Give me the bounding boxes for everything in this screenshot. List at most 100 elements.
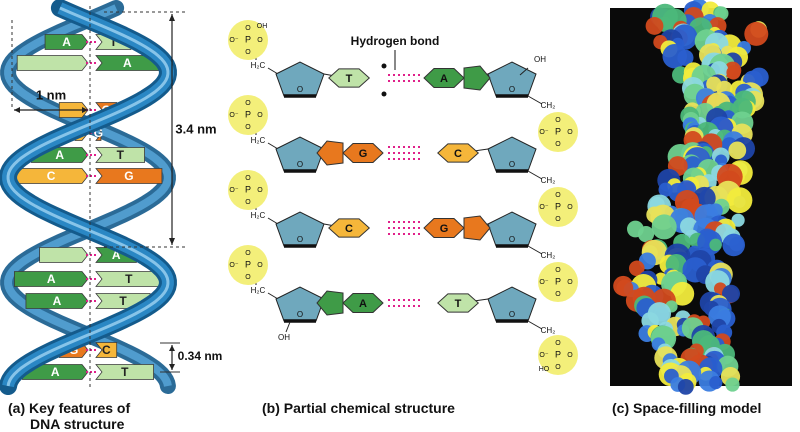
atom-sphere	[629, 260, 645, 277]
purine-five-ring	[463, 215, 491, 241]
phosphate-o-letter: O	[245, 100, 251, 107]
phosphate-o-minus: O⁻	[539, 279, 548, 286]
phosphate-right: POO⁻OO	[538, 262, 578, 302]
atom-sphere	[731, 213, 745, 227]
ch2-label-left: H₂C	[251, 286, 266, 295]
phosphate-o-letter: O	[567, 129, 573, 136]
phosphate-right: POO⁻OO	[538, 187, 578, 227]
purine-six-ring	[423, 218, 465, 238]
phosphate-p-letter: P	[555, 276, 561, 286]
phosphate-p-letter: P	[245, 34, 251, 44]
phosphate-halo	[538, 112, 578, 152]
phosphate-halo	[228, 245, 268, 285]
sugar-right: O	[487, 211, 537, 248]
backbone-bond	[519, 67, 529, 76]
base-letter: T	[455, 298, 462, 310]
phosphate-o-letter: O	[555, 364, 561, 371]
base-left: G	[316, 140, 384, 166]
phosphate-o-letter: O	[555, 117, 561, 124]
purine-six-ring	[423, 68, 465, 88]
phosphate-left: POO⁻OO	[228, 170, 268, 210]
atom-sphere	[677, 49, 694, 66]
caption-panel-c: (c) Space-filling model	[612, 400, 762, 416]
phosphate-p-letter: P	[555, 349, 561, 359]
phosphate-halo	[538, 335, 578, 375]
base-right-letter: A	[123, 56, 132, 70]
phosphate-o-letter: O	[555, 267, 561, 274]
base-right-letter: C	[102, 343, 111, 357]
base-left-letter: A	[47, 272, 56, 286]
phosphate-o-letter: O	[555, 340, 561, 347]
sugar-oxygen-letter: O	[509, 85, 515, 94]
backbone-bond	[285, 321, 291, 333]
turn-label: 3.4 nm	[175, 121, 216, 136]
base-letter: A	[359, 298, 367, 310]
sugar-left: O	[275, 286, 325, 323]
phosphate-o-letter: O	[245, 49, 251, 56]
sugar-left: O	[275, 61, 325, 98]
backbone-bond	[267, 67, 279, 75]
atom-sphere	[714, 6, 729, 21]
atom-sphere	[616, 279, 634, 297]
sugar-right: O	[487, 136, 537, 173]
base-left-block	[16, 55, 89, 71]
sugar-ring	[275, 61, 325, 97]
base-letter: T	[346, 73, 353, 85]
ch2-label-right: CH₂	[541, 251, 556, 260]
phosphate-o-letter: O	[257, 262, 263, 269]
atom-dot	[381, 91, 387, 97]
base-right-letter: T	[117, 148, 125, 162]
phosphate-o-letter: O	[245, 250, 251, 257]
pyrimidine-ring	[437, 293, 480, 313]
base-left-block	[14, 271, 89, 287]
phosphate-ho-label: HO	[539, 366, 550, 373]
phosphate-halo	[538, 262, 578, 302]
base-right-letter: T	[110, 35, 118, 49]
purine-five-ring	[316, 290, 344, 316]
phosphate-halo	[228, 170, 268, 210]
pyrimidine-ring	[328, 218, 371, 238]
pyrimidine-ring	[437, 143, 480, 163]
phosphate-o-minus: O⁻	[539, 129, 548, 136]
base-letter: C	[345, 223, 353, 235]
phosphate-o-letter: O	[555, 216, 561, 223]
phosphate-o-letter: O	[245, 124, 251, 131]
base-right-letter: T	[121, 365, 129, 379]
phosphate-o-letter: O	[245, 199, 251, 206]
ch2-label-left: H₂C	[251, 61, 266, 70]
base-letter: C	[454, 148, 462, 160]
base-left-block	[39, 247, 89, 263]
base-right-block	[95, 342, 118, 358]
sugar-ring	[487, 211, 537, 247]
caption-panel-a: (a) Key features of DNA structure	[8, 400, 130, 432]
base-right-block	[95, 364, 154, 380]
base-left: C	[328, 218, 371, 238]
phosphate-o-minus: O⁻	[229, 187, 238, 194]
phosphate-right: POO⁻OO	[538, 112, 578, 152]
backbone-bond	[527, 245, 543, 255]
atom-sphere	[722, 284, 740, 303]
base-letter: G	[359, 148, 368, 160]
phosphate-left: POO⁻OO	[228, 95, 268, 135]
sugar-oxygen-letter: O	[297, 85, 303, 94]
atom-sphere	[728, 141, 747, 160]
helix-backbone-back-highlight	[4, 4, 172, 387]
ch2-label-left: H₂C	[251, 136, 266, 145]
base-right-letter: G	[94, 126, 103, 140]
base-left-letter: A	[51, 365, 60, 379]
base-letter: G	[440, 223, 449, 235]
left-terminal-oh: OH	[278, 333, 290, 342]
phosphate-o-letter: O	[555, 291, 561, 298]
atom-sphere	[726, 65, 741, 80]
purine-five-ring	[316, 140, 344, 166]
base-left: T	[328, 68, 371, 88]
sugar-ring	[275, 136, 325, 172]
phosphate-p-letter: P	[555, 126, 561, 136]
sugar-oxygen-letter: O	[297, 235, 303, 244]
phosphate-left: POO⁻OO	[228, 245, 268, 285]
